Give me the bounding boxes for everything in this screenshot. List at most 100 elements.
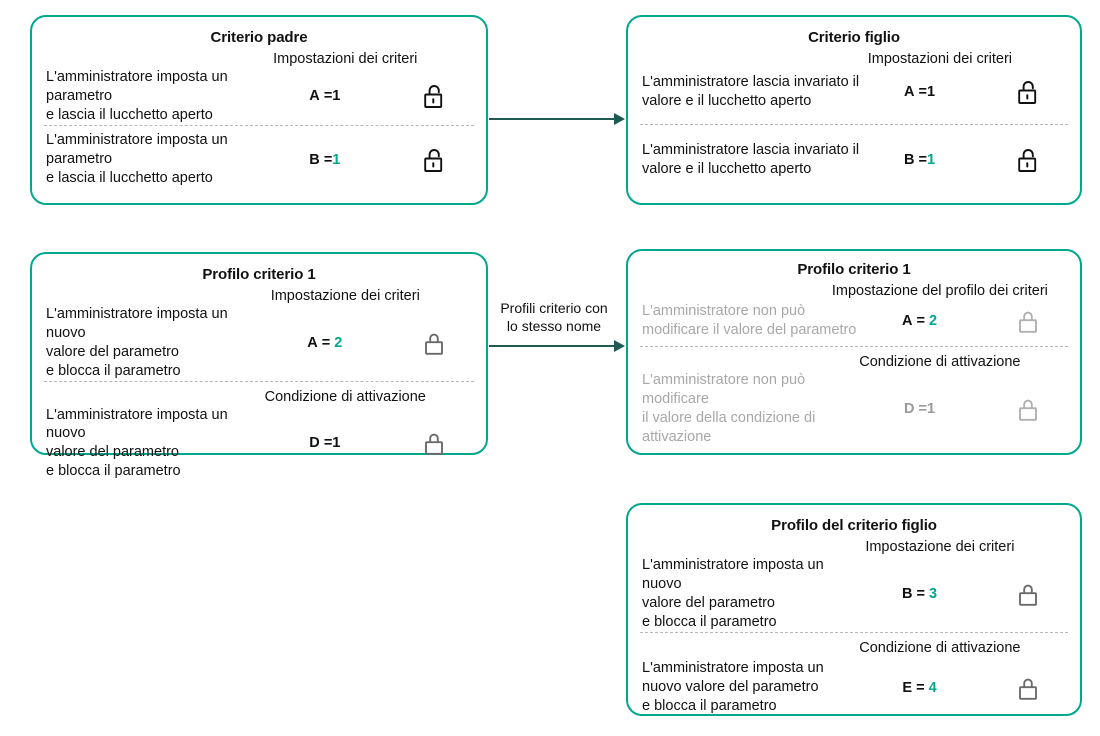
row-parameter: A =1 <box>268 88 382 104</box>
param-equals: = <box>916 585 925 602</box>
card-rows: Impostazioni dei criteri L'amministrator… <box>32 50 486 194</box>
row-description: L'amministratore imposta un parametro e … <box>46 132 228 187</box>
param-name: A <box>901 313 913 330</box>
row-description: L'amministratore imposta un parametro e … <box>46 69 228 123</box>
param-name: B <box>901 585 913 602</box>
lock-open-icon <box>424 148 442 172</box>
card-row: Condizione di attivazione L'amministrato… <box>628 639 1080 719</box>
param-value: 1 <box>926 400 936 417</box>
card-rows: Impostazione del profilo dei criteri L'a… <box>628 282 1080 447</box>
section-label: Impostazioni dei criteri <box>867 51 1012 67</box>
arrow-top-head <box>614 113 625 125</box>
row-body: L'amministratore non può modificare il v… <box>628 300 1080 342</box>
card-title: Criterio padre <box>210 29 308 46</box>
card-profilo-del-criterio-figlio: Profilo del criterio figlio Impostazione… <box>626 503 1082 716</box>
section-label: Impostazioni dei criteri <box>273 51 418 67</box>
param-equals: = <box>323 151 333 168</box>
row-body: L'amministratore imposta un nuovo valore… <box>32 406 486 481</box>
row-description: L'amministratore lascia invariato il val… <box>642 142 860 178</box>
card-criterio-padre: Criterio padre Impostazioni dei criteri … <box>30 15 488 205</box>
lock-closed-icon <box>1019 311 1037 333</box>
row-body: L'amministratore lascia invariato il val… <box>628 68 1080 116</box>
param-value: 1 <box>332 151 341 168</box>
lock-open-icon <box>1018 81 1037 105</box>
card-title: Profilo criterio 1 <box>797 261 911 278</box>
row-parameter: B =1 <box>863 152 976 168</box>
card-title: Profilo criterio 1 <box>202 266 316 283</box>
param-equals: = <box>916 313 925 330</box>
lock-closed-icon <box>424 433 443 456</box>
param-equals: = <box>321 334 331 351</box>
row-divider <box>44 380 474 382</box>
lock-open-icon <box>424 85 442 109</box>
param-value: 3 <box>929 585 938 602</box>
row-lock <box>976 675 1080 701</box>
lock-closed-icon <box>1019 399 1037 421</box>
param-equals: = <box>918 84 927 101</box>
row-parameter: A =1 <box>863 84 976 100</box>
card-criterio-figlio: Criterio figlio Impostazioni dei criteri… <box>626 15 1082 205</box>
row-lock <box>382 147 486 173</box>
arrow-middle-label: Profili criterio con lo stesso nome <box>500 300 608 335</box>
row-lock <box>976 79 1080 105</box>
row-parameter: B = 3 <box>863 586 976 602</box>
row-body: L'amministratore imposta un parametro e … <box>32 126 486 194</box>
row-divider <box>640 631 1068 633</box>
row-lock <box>382 330 486 356</box>
row-description: L'amministratore imposta un nuovo valore… <box>642 660 824 715</box>
row-lock <box>382 430 486 456</box>
param-name: A <box>309 88 320 105</box>
card-row: Condizione di attivazione L'amministrato… <box>32 388 486 482</box>
param-equals: = <box>916 679 925 696</box>
row-lock <box>382 83 486 109</box>
card-profilo-criterio-1-left: Profilo criterio 1 Impostazione dei crit… <box>30 252 488 479</box>
row-description: L'amministratore imposta un nuovo valore… <box>642 557 824 630</box>
param-value: 2 <box>334 334 343 351</box>
row-parameter: E = 4 <box>863 680 976 696</box>
card-row: Impostazione dei criteri L'amministrator… <box>32 287 486 381</box>
row-parameter: B =1 <box>268 152 382 168</box>
card-row: Impostazione del profilo dei criteri L'a… <box>628 282 1080 342</box>
card-row: Condizione di attivazione L'amministrato… <box>628 353 1080 447</box>
row-description: L'amministratore imposta un nuovo valore… <box>46 406 228 480</box>
row-parameter: D =1 <box>268 435 382 451</box>
section-label: Impostazione dei criteri <box>270 288 420 304</box>
param-name: B <box>309 151 320 168</box>
row-body: L'amministratore imposta un nuovo valore… <box>628 556 1080 631</box>
lock-closed-icon <box>424 333 443 355</box>
lock-open-icon <box>1018 149 1037 173</box>
row-body: L'amministratore imposta un nuovo valore… <box>628 657 1080 719</box>
card-row: Impostazioni dei criteri L'amministrator… <box>32 50 486 125</box>
param-name: E <box>902 679 913 696</box>
row-divider <box>44 124 474 126</box>
arrow-middle-line <box>489 345 615 347</box>
row-parameter: A = 2 <box>863 313 976 329</box>
row-body: L'amministratore imposta un parametro e … <box>32 68 486 125</box>
lock-closed-icon <box>1019 584 1037 606</box>
param-equals: = <box>323 435 333 452</box>
row-parameter: D =1 <box>863 401 976 417</box>
card-row: L'amministratore lascia invariato il val… <box>628 125 1080 195</box>
card-rows: Impostazione dei criteri L'amministrator… <box>32 287 486 481</box>
param-equals: = <box>918 152 927 169</box>
param-name: B <box>904 152 915 169</box>
card-row: Impostazioni dei criteri L'amministrator… <box>628 50 1080 116</box>
card-title: Criterio figlio <box>808 29 900 46</box>
row-lock <box>976 581 1080 607</box>
section-label: Impostazione del profilo dei criteri <box>831 283 1048 299</box>
row-description: L'amministratore imposta un nuovo valore… <box>46 306 228 379</box>
row-body: L'amministratore non può modificare il v… <box>628 371 1080 446</box>
param-name: A <box>307 334 318 351</box>
param-name: D <box>309 435 320 452</box>
param-value: 1 <box>926 84 936 101</box>
param-value: 2 <box>929 313 938 330</box>
row-body: L'amministratore imposta un nuovo valore… <box>32 305 486 380</box>
row-divider <box>640 346 1068 348</box>
section-label: Condizione di attivazione <box>264 388 426 405</box>
card-row: Impostazione dei criteri L'amministrator… <box>628 538 1080 632</box>
row-description: L'amministratore lascia invariato il val… <box>642 74 860 110</box>
param-equals: = <box>918 400 927 417</box>
row-body: L'amministratore lascia invariato il val… <box>628 125 1080 195</box>
section-label: Condizione di attivazione <box>859 354 1021 371</box>
